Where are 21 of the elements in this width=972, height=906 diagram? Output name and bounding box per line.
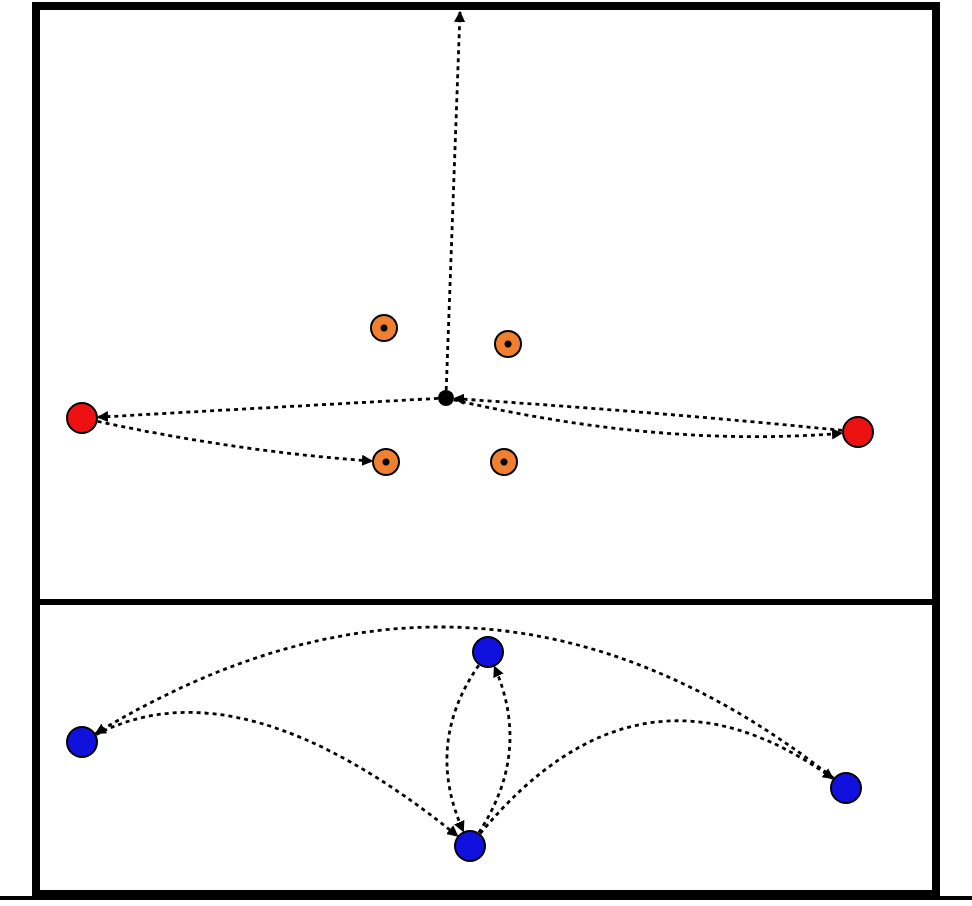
cone-marker [372, 448, 400, 476]
pass-arrow [477, 665, 512, 834]
pass-arrow [444, 10, 466, 391]
cone-marker [490, 448, 518, 476]
pass-arrow [97, 420, 374, 466]
player-marker [66, 726, 98, 758]
pass-arrow [95, 711, 459, 838]
player-marker [830, 772, 862, 804]
pass-arrow [96, 397, 439, 423]
player-marker [472, 636, 504, 668]
pass-arrow [94, 626, 835, 780]
cone-marker [494, 330, 522, 358]
pass-arrow [452, 393, 843, 432]
ball-marker [438, 390, 454, 406]
player-marker [454, 830, 486, 862]
player-marker [66, 402, 98, 434]
pass-arrow [453, 398, 844, 440]
pass-arrow [479, 719, 834, 835]
player-marker [842, 416, 874, 448]
pass-arrow [445, 664, 480, 833]
cone-marker [370, 314, 398, 342]
